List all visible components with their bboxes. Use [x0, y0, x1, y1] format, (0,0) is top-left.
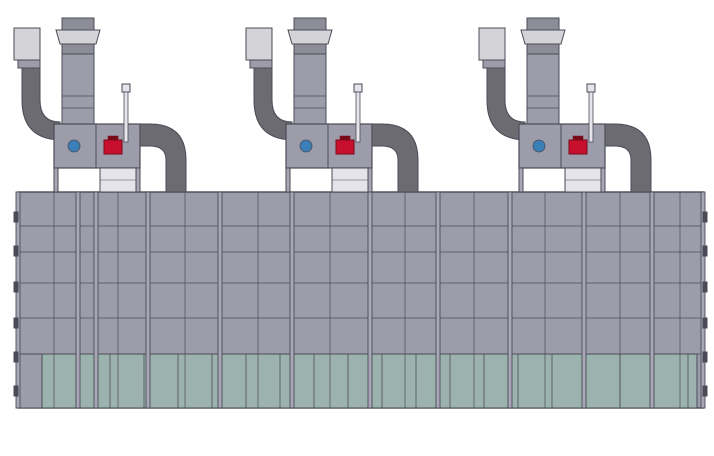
support-leg — [518, 167, 524, 193]
fan-inlet — [67, 139, 81, 153]
fan-motor — [103, 139, 123, 155]
exhaust-unit-1 — [13, 17, 187, 193]
edge-bracket — [13, 385, 19, 397]
connection-duct — [604, 123, 652, 193]
exhaust-stack-hood — [287, 29, 333, 45]
vent-pipe — [123, 91, 129, 143]
intake-collar — [482, 59, 506, 69]
structural-column-6 — [289, 191, 295, 409]
edge-bracket — [702, 385, 708, 397]
vent-pipe — [588, 91, 594, 143]
intake-hood — [245, 27, 273, 61]
structural-column-9 — [507, 191, 513, 409]
exhaust-units — [13, 17, 652, 193]
fan-motor-top — [572, 135, 584, 141]
vent-pipe — [355, 91, 361, 143]
exhaust-stack-hood — [55, 29, 101, 45]
connection-duct — [371, 123, 419, 193]
structural-column-10 — [581, 191, 587, 409]
fan-motor — [568, 139, 588, 155]
exhaust-stack-cap — [526, 17, 560, 31]
fan-motor — [335, 139, 355, 155]
support-leg — [285, 167, 291, 193]
edge-bracket — [13, 245, 19, 257]
structural-column-2 — [75, 191, 81, 409]
support-leg — [135, 167, 141, 193]
edge-bracket — [702, 281, 708, 293]
structural-column-11 — [649, 191, 655, 409]
exhaust-stack-band — [526, 43, 560, 55]
structural-column-7 — [367, 191, 373, 409]
vent-pipe-cap — [586, 83, 596, 93]
exhaust-unit-3 — [478, 17, 652, 193]
support-leg — [600, 167, 606, 193]
edge-bracket — [13, 317, 19, 329]
edge-bracket — [702, 351, 708, 363]
exhaust-stack-cap — [61, 17, 95, 31]
structural-column-1 — [15, 191, 21, 409]
fan-motor-top — [339, 135, 351, 141]
structural-column-8 — [435, 191, 441, 409]
exhaust-stack-cap — [293, 17, 327, 31]
structural-column-5 — [217, 191, 223, 409]
structural-column-12 — [700, 191, 706, 409]
edge-bracket — [702, 317, 708, 329]
intake-collar — [17, 59, 41, 69]
window-end-panel — [17, 353, 43, 409]
edge-bracket — [13, 281, 19, 293]
fan-motor-top — [107, 135, 119, 141]
edge-bracket — [702, 211, 708, 223]
structural-column-3 — [93, 191, 99, 409]
vertical-duct — [526, 53, 560, 125]
support-leg — [53, 167, 59, 193]
exhaust-stack-band — [293, 43, 327, 55]
support-leg — [367, 167, 373, 193]
intake-collar — [249, 59, 273, 69]
exhaust-unit-2 — [245, 17, 419, 193]
edge-bracket — [13, 211, 19, 223]
exhaust-stack-band — [61, 43, 95, 55]
booth-body — [13, 191, 708, 409]
vent-pipe-cap — [121, 83, 131, 93]
intake-hood — [13, 27, 41, 61]
intake-hood — [478, 27, 506, 61]
connection-duct — [139, 123, 187, 193]
structural-column-4 — [145, 191, 151, 409]
vertical-duct — [293, 53, 327, 125]
fan-inlet — [299, 139, 313, 153]
edge-bracket — [702, 245, 708, 257]
exhaust-stack-hood — [520, 29, 566, 45]
vertical-duct — [61, 53, 95, 125]
edge-bracket — [13, 351, 19, 363]
vent-pipe-cap — [353, 83, 363, 93]
fan-inlet — [532, 139, 546, 153]
